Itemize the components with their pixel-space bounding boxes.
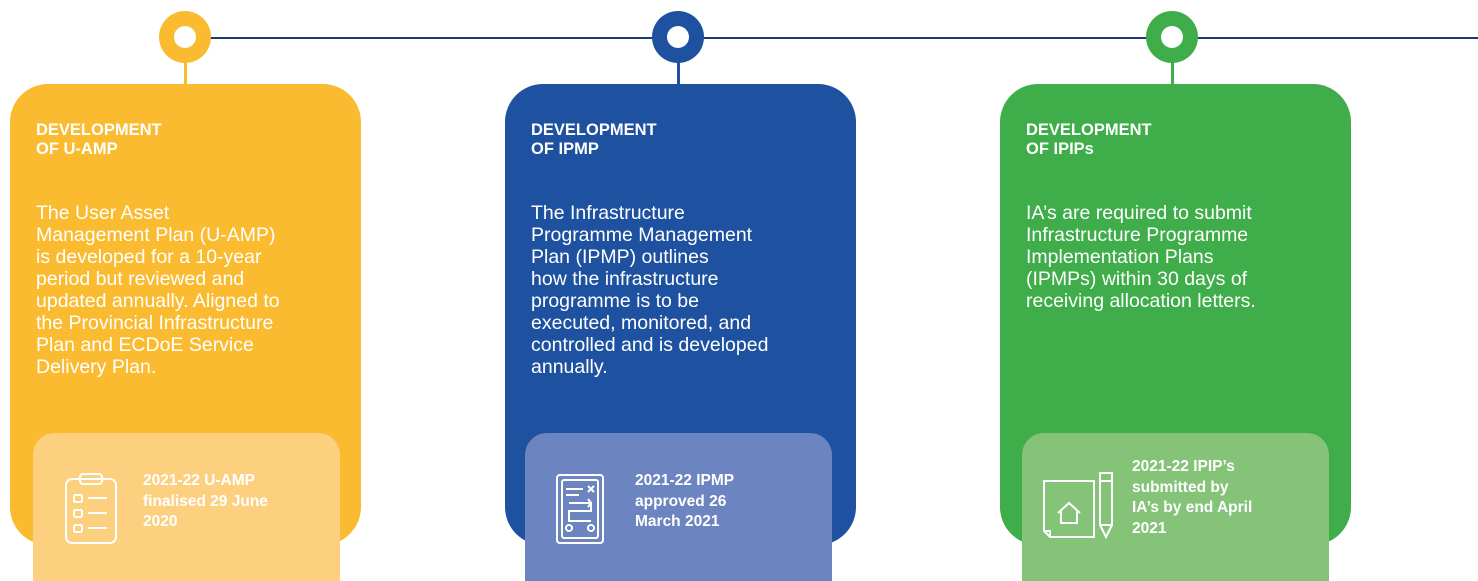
timeline-stem-ipmp (677, 60, 680, 86)
clipboard-checklist-icon (65, 473, 117, 544)
stage-title: DEVELOPMENT OF IPMP (531, 121, 657, 158)
house-plan-pencil-icon (1043, 472, 1113, 540)
stage-description: The Infrastructure Programme Management … (531, 202, 769, 378)
stage-title: DEVELOPMENT OF U-AMP (36, 121, 162, 158)
milestone-badge-ipmp: 2021-22 IPMP approved 26 March 2021 (525, 433, 832, 581)
timeline-line (185, 37, 1478, 39)
milestone-text: 2021-22 U-AMP finalised 29 June 2020 (143, 472, 268, 530)
milestone-badge-u-amp: 2021-22 U-AMP finalised 29 June 2020 (33, 433, 340, 581)
stage-description: IA’s are required to submit Infrastructu… (1026, 202, 1256, 312)
stage-description: The User Asset Management Plan (U-AMP) i… (36, 202, 280, 378)
strategy-board-icon (556, 474, 604, 544)
milestone-text: 2021-22 IPIP’s submitted by IA’s by end … (1132, 458, 1253, 537)
timeline-node-ipips (1146, 11, 1198, 63)
timeline-node-ipmp (652, 11, 704, 63)
milestone-badge-ipips: 2021-22 IPIP’s submitted by IA’s by end … (1022, 433, 1329, 581)
timeline-stem-u-amp (184, 60, 187, 86)
timeline-stem-ipips (1171, 60, 1174, 86)
stage-title: DEVELOPMENT OF IPIPs (1026, 121, 1152, 158)
timeline-node-u-amp (159, 11, 211, 63)
milestone-text: 2021-22 IPMP approved 26 March 2021 (635, 472, 735, 530)
